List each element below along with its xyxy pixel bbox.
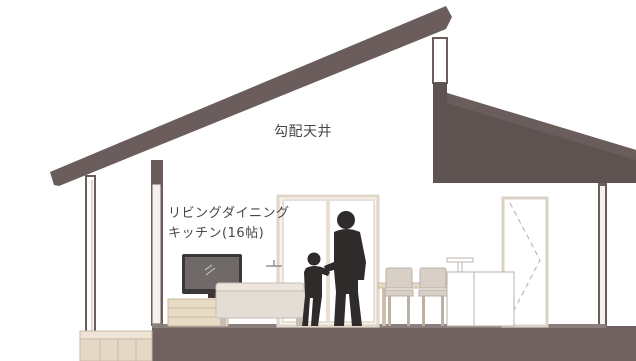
child-figure bbox=[302, 252, 330, 326]
right-roof-slope bbox=[447, 93, 636, 160]
right-wall-light bbox=[600, 186, 605, 326]
clerestory-post bbox=[432, 37, 448, 84]
left-inner-wall-light bbox=[151, 183, 162, 325]
kitchen bbox=[446, 257, 515, 327]
left-wall-post bbox=[85, 175, 96, 337]
adult-figure bbox=[324, 211, 366, 326]
floor-slab bbox=[152, 326, 636, 361]
deck-blocks bbox=[79, 330, 153, 361]
room-label: リビングダイニング キッチン(16帖) bbox=[168, 204, 290, 244]
room-label-line1: リビングダイニング bbox=[168, 206, 290, 221]
sofa bbox=[215, 282, 307, 326]
ceiling-label: 勾配天井 bbox=[274, 124, 332, 140]
room-label-line2: キッチン(16帖) bbox=[168, 226, 265, 241]
main-roof bbox=[50, 6, 452, 186]
